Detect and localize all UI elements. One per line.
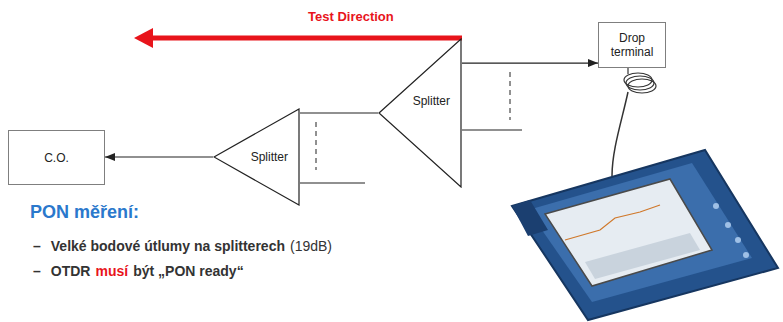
bullet-text: Velké bodové útlumy na splitterech: [51, 238, 285, 254]
device-key: [743, 252, 749, 258]
splitter-outline: [378, 38, 462, 188]
device-key: [713, 203, 719, 209]
screen-trace: [565, 205, 660, 240]
text-line: –Velké bodové útlumy na splitterech (19dB…: [33, 238, 332, 254]
fiber-connector: [462, 62, 598, 63]
node-label: Splitter: [413, 94, 450, 108]
fiber-coil: [626, 76, 654, 90]
node-label: C.O.: [44, 151, 69, 165]
text-line: Test Direction: [308, 9, 394, 24]
splitter-triangle: Splitter: [378, 38, 462, 188]
office-box: C.O.: [8, 130, 105, 185]
direction-label: Test Direction: [308, 9, 394, 24]
node-label: Splitter: [251, 150, 288, 164]
fiber-connector: [105, 156, 213, 157]
node-label: Drop terminal: [607, 31, 657, 59]
bullet-dash: –: [33, 238, 41, 254]
splitter-triangle-shape: [379, 39, 461, 187]
text-line: –OTDRmusí být „PON ready“: [33, 263, 244, 279]
fiber-connector: [300, 112, 378, 113]
device-housing: [512, 150, 778, 320]
direction-arrow-shaft: [150, 36, 462, 41]
device-bezel: [528, 163, 752, 302]
splitter-output: [462, 129, 522, 130]
fiber-coil: [628, 79, 656, 93]
fiber-cable: [627, 68, 628, 74]
direction-arrow-head: [134, 28, 153, 48]
splitter-triangle: Splitter: [213, 108, 300, 206]
device-bumper: [512, 200, 548, 236]
fiber-cable: [612, 92, 628, 176]
more-outputs-dashes: [316, 122, 317, 170]
bullet-note: (19dB): [290, 238, 332, 254]
emphasis-word: musí: [95, 263, 128, 279]
device-key: [725, 222, 731, 228]
terminal-box: Drop terminal: [598, 22, 666, 68]
splitter-output: [300, 182, 365, 183]
slide-heading: PON měření:: [30, 202, 139, 223]
more-outputs-dashes: [510, 72, 511, 120]
bullet-dash: –: [33, 263, 41, 279]
device-screen: [545, 179, 712, 286]
device-key: [735, 237, 741, 243]
bullet-text: být „PON ready“: [133, 263, 243, 279]
otdr-device: [512, 150, 778, 320]
screen-table: [585, 233, 700, 279]
bullet-text: OTDR: [51, 263, 91, 279]
splitter-triangle-shape: [214, 109, 299, 205]
